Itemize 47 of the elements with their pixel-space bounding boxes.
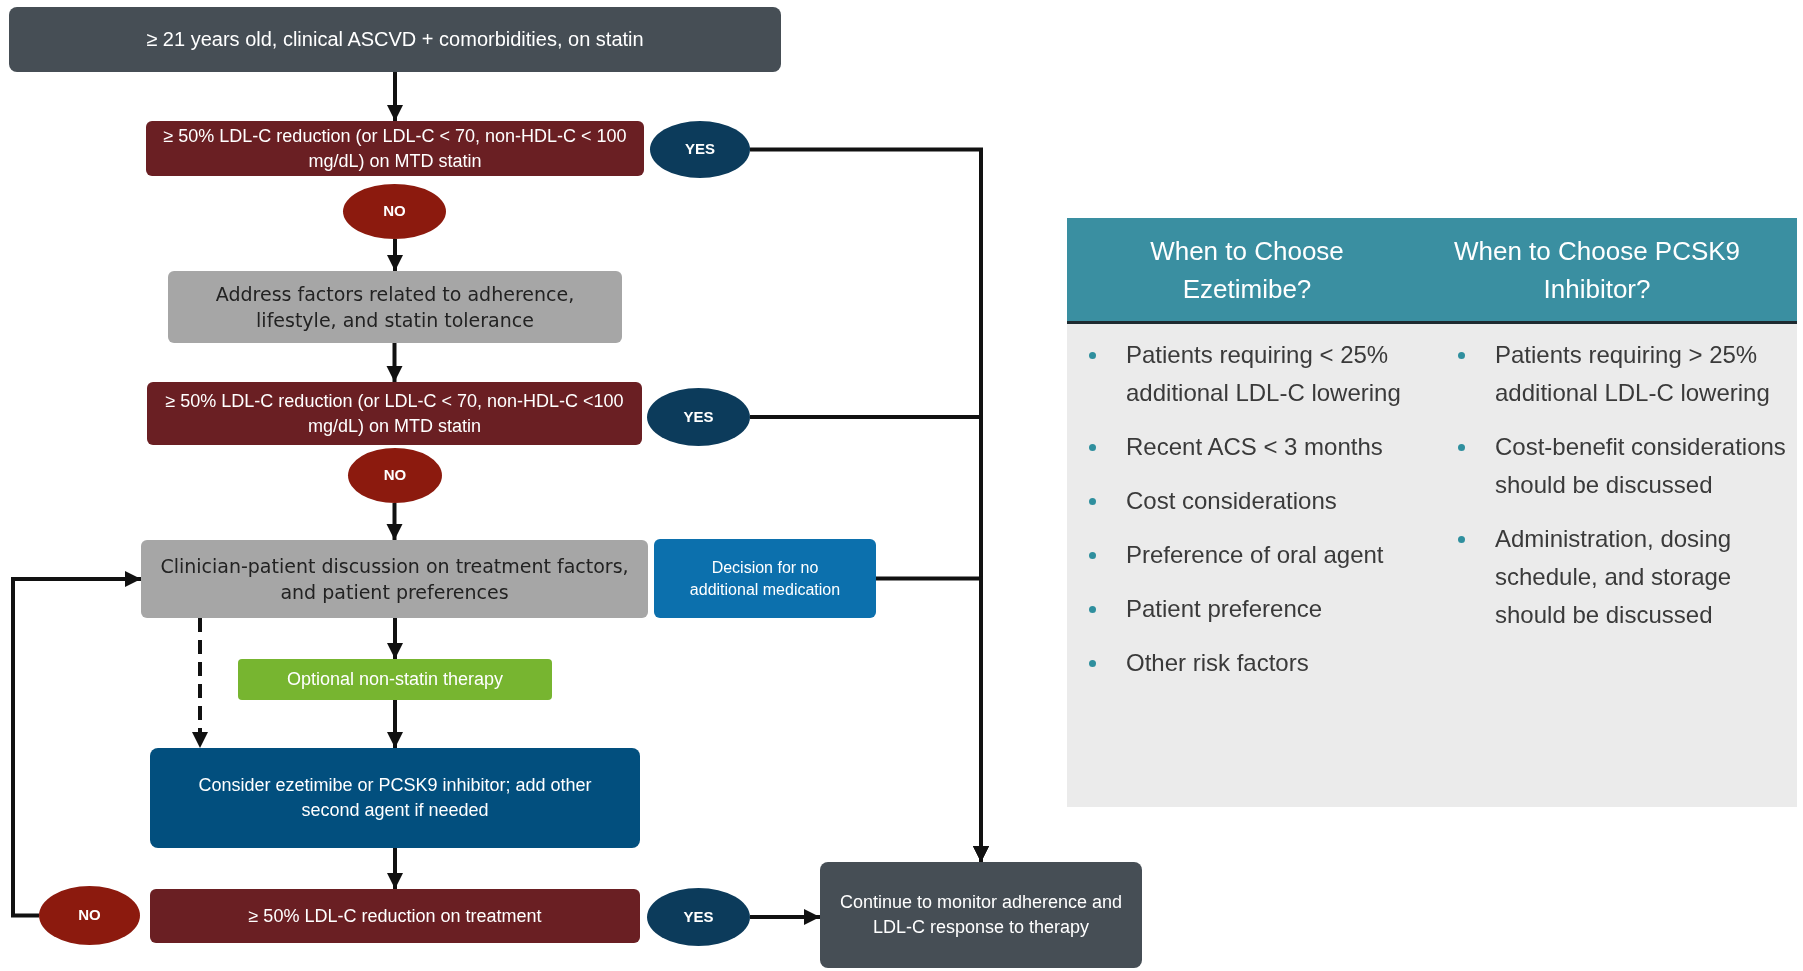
decision-box	[147, 382, 642, 445]
arrow	[387, 700, 403, 748]
column-heading: When to Choose PCSK9 Inhibitor?	[1452, 234, 1742, 306]
process-box	[168, 271, 622, 343]
table-item: Recent ACS < 3 months	[1126, 432, 1383, 462]
table-item: Preference of oral agent	[1126, 540, 1384, 570]
start-box	[9, 7, 781, 72]
answer-text: NO	[383, 465, 407, 486]
table-item: Administration, dosing schedule, and storage should be discussed	[1495, 524, 1733, 630]
answer-text: NO	[383, 201, 406, 222]
column-heading: When to Choose Ezetimibe?	[1149, 234, 1345, 306]
table-item: Patients requiring > 25% additional LDL-C lowering	[1495, 340, 1771, 408]
table-item: Other risk factors	[1126, 648, 1309, 678]
step-text: Consider ezetimibe or PCSK9 inhibitor; add other second agent if needed	[197, 774, 593, 822]
answer-text: YES	[683, 406, 714, 427]
arrow	[386, 503, 403, 540]
arrow	[750, 909, 820, 925]
process-box	[150, 748, 640, 848]
step-text: Clinician-patient discussion on treatment factors, and patient preferences	[159, 553, 630, 605]
arrow	[387, 618, 403, 659]
step-text: Address factors related to adherence, lifestyle, and statin tolerance	[214, 281, 576, 333]
arrow	[192, 618, 208, 748]
step-text: Decision for no additional medication	[688, 557, 842, 600]
arrow	[387, 72, 403, 121]
arrow	[387, 848, 403, 889]
table-item: Patient preference	[1126, 594, 1323, 624]
step-text: Optional non-statin therapy	[286, 668, 504, 692]
end-box	[820, 862, 1142, 968]
step-text: Continue to monitor adherence and LDL-C response to therapy	[838, 891, 1124, 939]
table-item: Cost considerations	[1126, 486, 1337, 516]
criteria-text: ≥ 50% LDL-C reduction on treatment	[248, 904, 542, 928]
criteria-text: ≥ 50% LDL-C reduction (or LDL-C < 70, non-HDL-C < 100 mg/dL) on MTD statin	[162, 124, 628, 173]
option-box	[238, 659, 552, 700]
answer-text: YES	[685, 139, 715, 160]
criteria-text: ≥ 21 years old, clinical ASCVD + comorbidities, on statin	[146, 26, 644, 52]
decision-box	[150, 889, 640, 943]
decision-box	[146, 121, 644, 176]
table-item: Patients requiring < 25% additional LDL-C lowering	[1126, 340, 1402, 408]
criteria-text: ≥ 50% LDL-C reduction (or LDL-C < 70, non-HDL-C <100 mg/dL) on MTD statin	[164, 389, 625, 438]
process-box	[654, 539, 876, 618]
answer-text: NO	[78, 905, 101, 926]
table-item: Cost-benefit considerations should be discussed	[1495, 432, 1787, 500]
arrow	[11, 571, 141, 918]
arrow	[386, 343, 403, 382]
arrow	[387, 239, 403, 271]
process-box	[141, 540, 648, 618]
answer-text: YES	[683, 906, 714, 927]
